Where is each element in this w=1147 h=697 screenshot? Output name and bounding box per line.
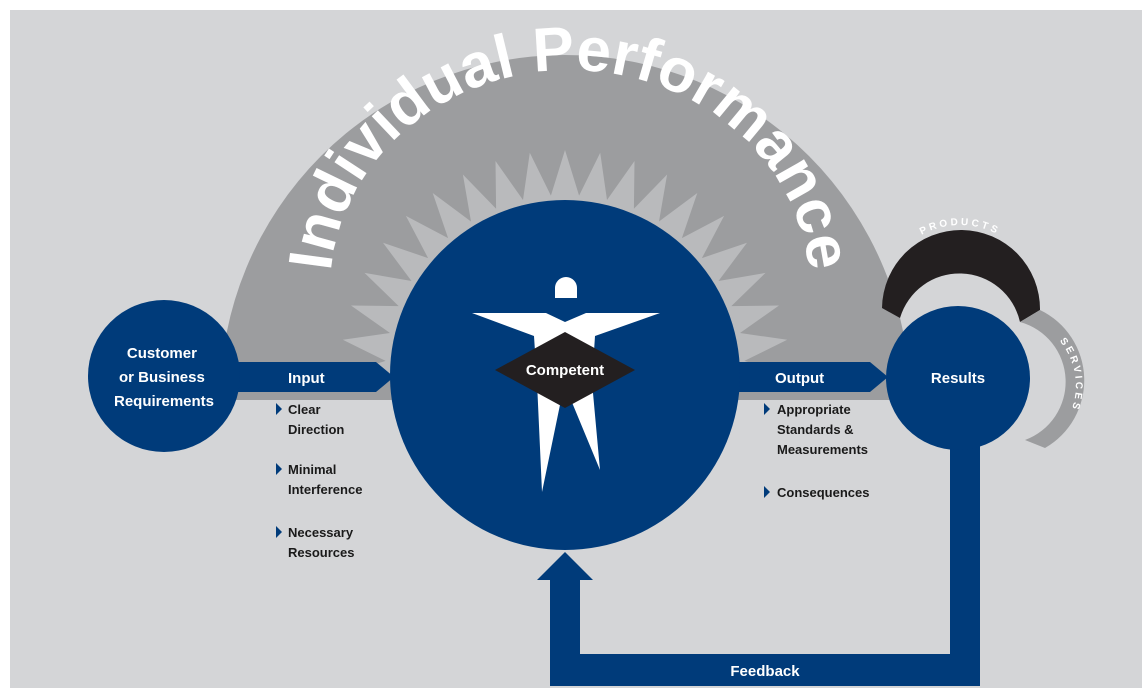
- svg-text:Clear Direction: Clear Direction: [288, 402, 344, 437]
- services-band: [1020, 310, 1085, 448]
- svg-text:Consequences: Consequences: [777, 485, 869, 500]
- bullet-icon: [764, 403, 770, 415]
- products-band: [882, 229, 1041, 322]
- competent-diamond: [495, 332, 635, 408]
- customer-label: Customer or Business Requirements: [114, 345, 214, 410]
- input-arrow: [220, 362, 394, 392]
- output-label: Output: [775, 370, 824, 387]
- bullet-icon: [276, 526, 282, 538]
- svg-text:Necessary Resources: Necessary Resources: [288, 525, 357, 560]
- list-item: Minimal Interference: [276, 462, 362, 497]
- results-label: Results: [931, 370, 985, 387]
- competent-label: Competent: [526, 362, 604, 379]
- feedback-loop: [537, 440, 980, 686]
- input-label: Input: [288, 370, 325, 387]
- list-item: Appropriate Standards & Measurements: [764, 402, 868, 457]
- svg-text:Appropriate Standards: Appropriate Standards & Measurements: [777, 402, 868, 457]
- input-list: Clear Direction Minimal Interference Nec…: [276, 402, 362, 560]
- bullet-icon: [276, 403, 282, 415]
- output-arrow: [720, 362, 888, 392]
- output-list: Appropriate Standards & Measurements Con…: [764, 402, 869, 500]
- list-item: Necessary Resources: [276, 525, 357, 560]
- bullet-icon: [764, 486, 770, 498]
- customer-circle: [88, 300, 240, 452]
- list-item: Clear Direction: [276, 402, 344, 437]
- svg-text:Minimal Interference: Minimal Interference: [288, 462, 362, 497]
- feedback-label: Feedback: [730, 663, 800, 680]
- bullet-icon: [276, 463, 282, 475]
- list-item: Consequences: [764, 485, 869, 500]
- results-circle: [886, 306, 1030, 450]
